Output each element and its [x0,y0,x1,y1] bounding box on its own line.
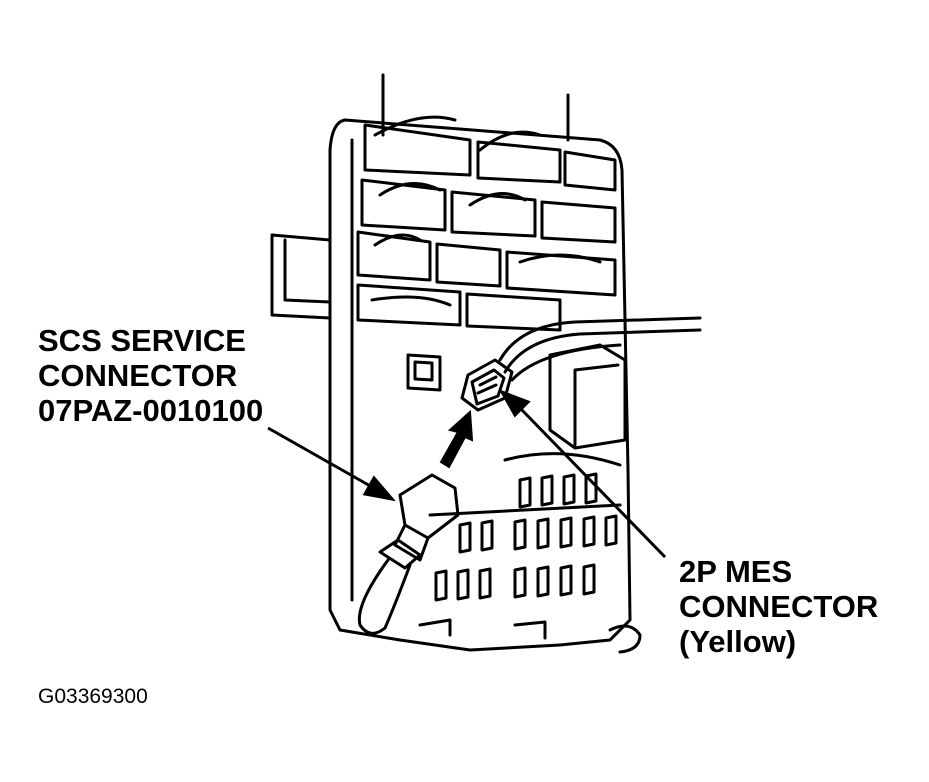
mes-leader-line [518,406,667,559]
scs-label-line-3: 07PAZ-0010100 [38,393,264,428]
wire-harness [498,316,702,382]
scs-wire-loop [357,558,412,635]
relay-row-4 [356,283,562,332]
mes-label-line-3: (Yellow) [679,624,797,659]
scs-service-connector-label: SCS SERVICE CONNECTOR 07PAZ-0010100 [38,325,263,430]
mes-leader-arrowhead [498,389,531,418]
mes-label-line-1: 2P MES [679,554,793,589]
fuse-box-outline [328,118,632,652]
fuse-grid [428,452,622,602]
insert-direction-arrow [439,409,474,469]
relay-row-2 [360,178,617,244]
lower-clip [608,624,642,654]
relay-row-1 [363,115,617,192]
mes-label-line-2: CONNECTOR [679,589,879,624]
figure-id-label: G03369300 [38,685,148,708]
scs-label-line-2: CONNECTOR [38,358,238,393]
scs-label-line-1: SCS SERVICE [38,323,246,358]
scs-connector-shape [357,473,460,635]
small-socket [406,353,442,392]
side-bracket [270,233,332,320]
junction-block [548,343,627,450]
relay-row-3 [356,230,617,297]
mes-connector-shape [460,358,514,412]
mes-connector-label: 2P MES CONNECTOR (Yellow) [679,556,878,661]
scs-leader-line [267,426,373,489]
scs-leader-arrowhead [362,475,396,502]
